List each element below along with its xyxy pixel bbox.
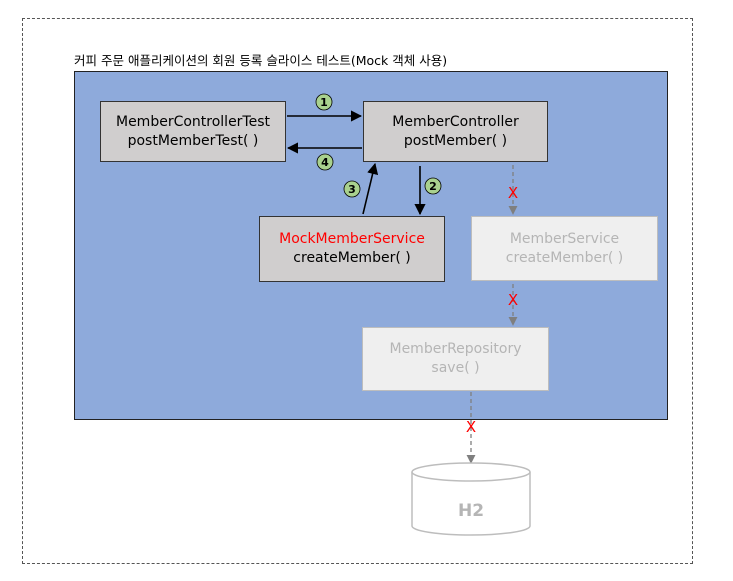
controller-test-method: postMemberTest( ) [127, 132, 259, 149]
h2-database: H2 [411, 462, 531, 536]
mock-service-method: createMember( ) [293, 250, 411, 266]
member-service-box: MemberService createMember( ) [471, 216, 658, 281]
controller-class: MemberController [392, 113, 519, 130]
step-badge-3: 3 [343, 180, 361, 198]
diagram-frame [22, 18, 693, 564]
step-badge-2: 2 [424, 177, 442, 195]
member-service-class: MemberService [509, 230, 620, 247]
step-label-3: 3 [348, 183, 356, 196]
database-label: H2 [458, 501, 484, 521]
controller-test-class: MemberControllerTest [115, 113, 271, 130]
member-service-method: createMember( ) [505, 249, 624, 266]
step-label-4: 4 [321, 156, 329, 169]
step-badge-1: 1 [315, 93, 333, 111]
member-repository-class: MemberRepository [389, 341, 522, 357]
step-label-1: 1 [320, 96, 328, 109]
blocked-mark-2: X [508, 291, 518, 309]
controller-test-box: MemberControllerTest postMemberTest( ) [100, 101, 286, 162]
blocked-mark-3: X [466, 418, 476, 436]
blocked-mark-1: X [508, 184, 518, 202]
controller-box: MemberController postMember( ) [363, 101, 548, 162]
step-badge-4: 4 [316, 153, 334, 171]
arrow-step-3 [362, 162, 379, 215]
step-label-2: 2 [429, 180, 437, 193]
member-repository-box: MemberRepository save( ) [362, 327, 549, 391]
mock-service-box: MockMemberService createMember( ) [259, 216, 445, 282]
controller-method: postMember( ) [403, 132, 508, 149]
member-repository-method: save( ) [431, 360, 480, 376]
diagram-title: 커피 주문 애플리케이션의 회원 등록 슬라이스 테스트(Mock 객체 사용) [74, 53, 448, 68]
mock-service-class: MockMemberService [279, 231, 425, 247]
